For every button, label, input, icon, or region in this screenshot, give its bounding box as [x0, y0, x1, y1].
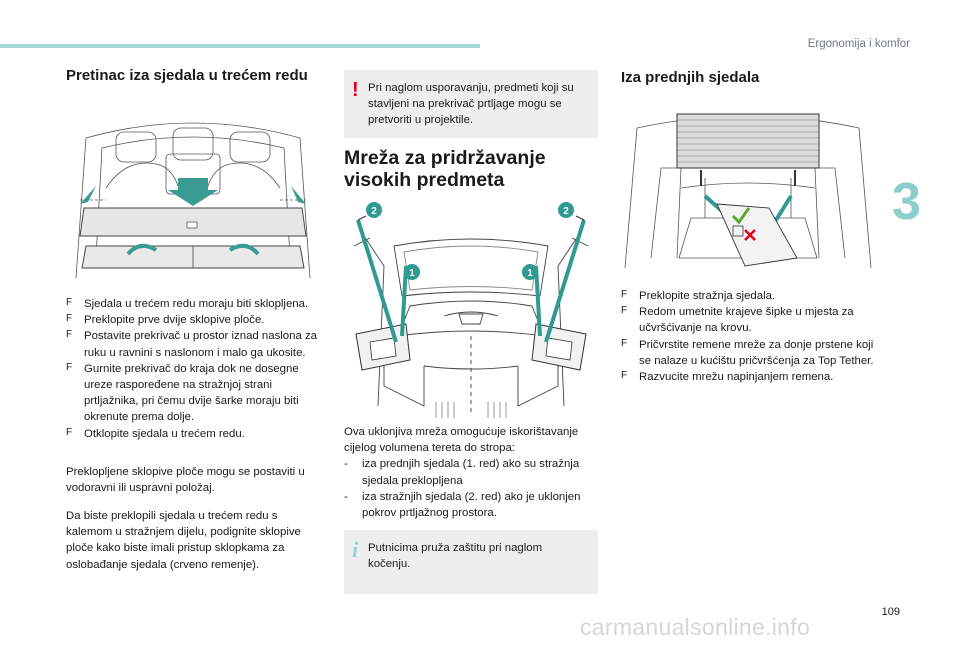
front-seat-net-illustration [624, 113, 872, 269]
warning-icon: ! [352, 79, 359, 101]
watermark: carmanualsonline.info [580, 614, 811, 640]
net-usage-intro: Ova uklonjiva mreža omogućuje iskorištav… [344, 426, 579, 455]
info-box: i Putnicima pruža zaštitu pri naglom koč… [344, 530, 598, 594]
info-icon: i [352, 537, 359, 562]
third-row-fold-paragraph: Da biste preklopili sjedala u trećem red… [66, 510, 301, 571]
illustration-behind-front-seats [621, 108, 875, 276]
callout-label: 1 [527, 268, 533, 279]
callout-2-left: 2 [366, 202, 382, 218]
section-title-behind-front-seats: Iza prednjih sjedala [621, 69, 760, 86]
header-accent-bar [0, 44, 480, 48]
warning-text: Pri naglom usporavanju, predmeti koji su… [368, 82, 574, 127]
info-text: Putnicima pruža zaštitu pri naglom kočen… [368, 542, 543, 571]
callout-label: 2 [563, 206, 569, 217]
section-title-third-row: Pretinac iza sjedala u trećem redu [66, 67, 308, 84]
illustration-tall-load-net: 2 2 1 1 [344, 196, 598, 420]
net-mounting-illustration: 2 2 1 1 [353, 202, 589, 418]
callout-1-right: 1 [522, 264, 538, 280]
callout-2-right: 2 [558, 202, 574, 218]
chapter-title: Ergonomija i komfor [807, 38, 910, 50]
warning-box: ! Pri naglom usporavanju, predmeti koji … [344, 70, 598, 138]
section-title-tall-load-net: Mreža za pridržavanje visokih predmeta [344, 147, 546, 191]
net-usage-paragraph: Ova uklonjiva mreža omogućuje iskorištav… [344, 424, 598, 521]
callout-label: 1 [409, 268, 415, 279]
trunk-cover-illustration [75, 122, 311, 279]
list-item: -iza prednjih sjedala (1. red) ako su st… [344, 458, 580, 487]
panel-position-note: Preklopljene sklopive ploče mogu se post… [66, 466, 305, 495]
callout-label: 2 [371, 206, 377, 217]
page-number: 109 [881, 606, 900, 618]
callout-1-left: 1 [404, 264, 420, 280]
list-item: -iza stražnjih sjedala (2. red) ako je u… [344, 490, 581, 519]
chapter-number: 3 [892, 173, 921, 231]
illustration-third-row-compartment [66, 118, 320, 286]
